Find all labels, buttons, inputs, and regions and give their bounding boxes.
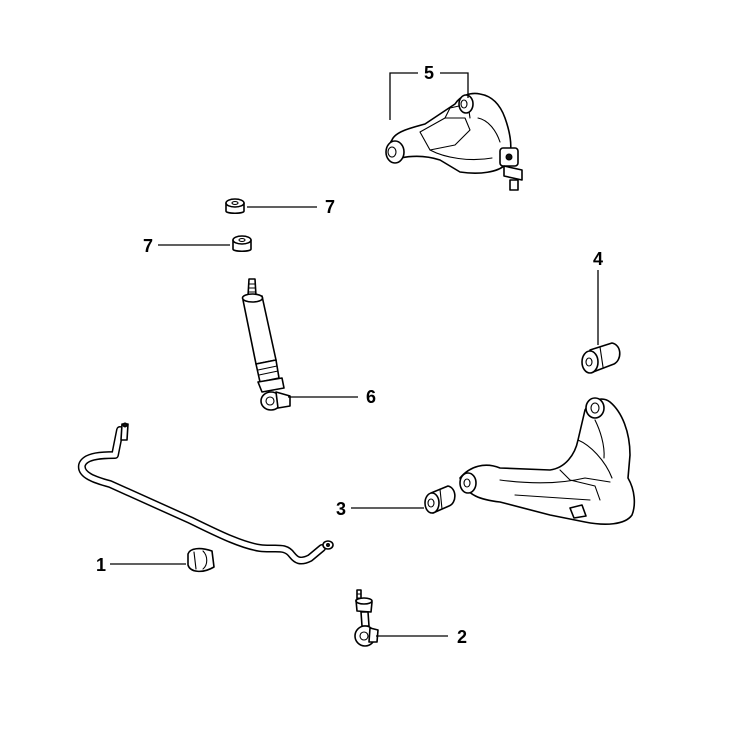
callout-4: 4	[593, 249, 603, 269]
shock-absorber	[241, 278, 291, 411]
upper-control-arm	[385, 92, 523, 191]
leader-5-left	[389, 72, 418, 120]
bushing-7-upper	[225, 198, 245, 215]
callout-7-upper: 7	[325, 197, 335, 217]
leader-5-right	[440, 72, 469, 98]
bushing-3	[424, 485, 456, 514]
bushing-7-lower	[232, 235, 252, 253]
lower-control-arm	[459, 397, 636, 525]
callout-1: 1	[96, 555, 106, 575]
bushing-1	[187, 547, 215, 573]
callout-7-lower: 7	[143, 236, 153, 256]
callout-2: 2	[457, 627, 467, 647]
bushing-4	[581, 342, 621, 374]
stabilizer-bar	[77, 422, 334, 565]
stabilizer-link	[354, 589, 379, 647]
callout-3: 3	[336, 499, 346, 519]
callout-6: 6	[366, 387, 376, 407]
callout-5: 5	[424, 63, 434, 83]
